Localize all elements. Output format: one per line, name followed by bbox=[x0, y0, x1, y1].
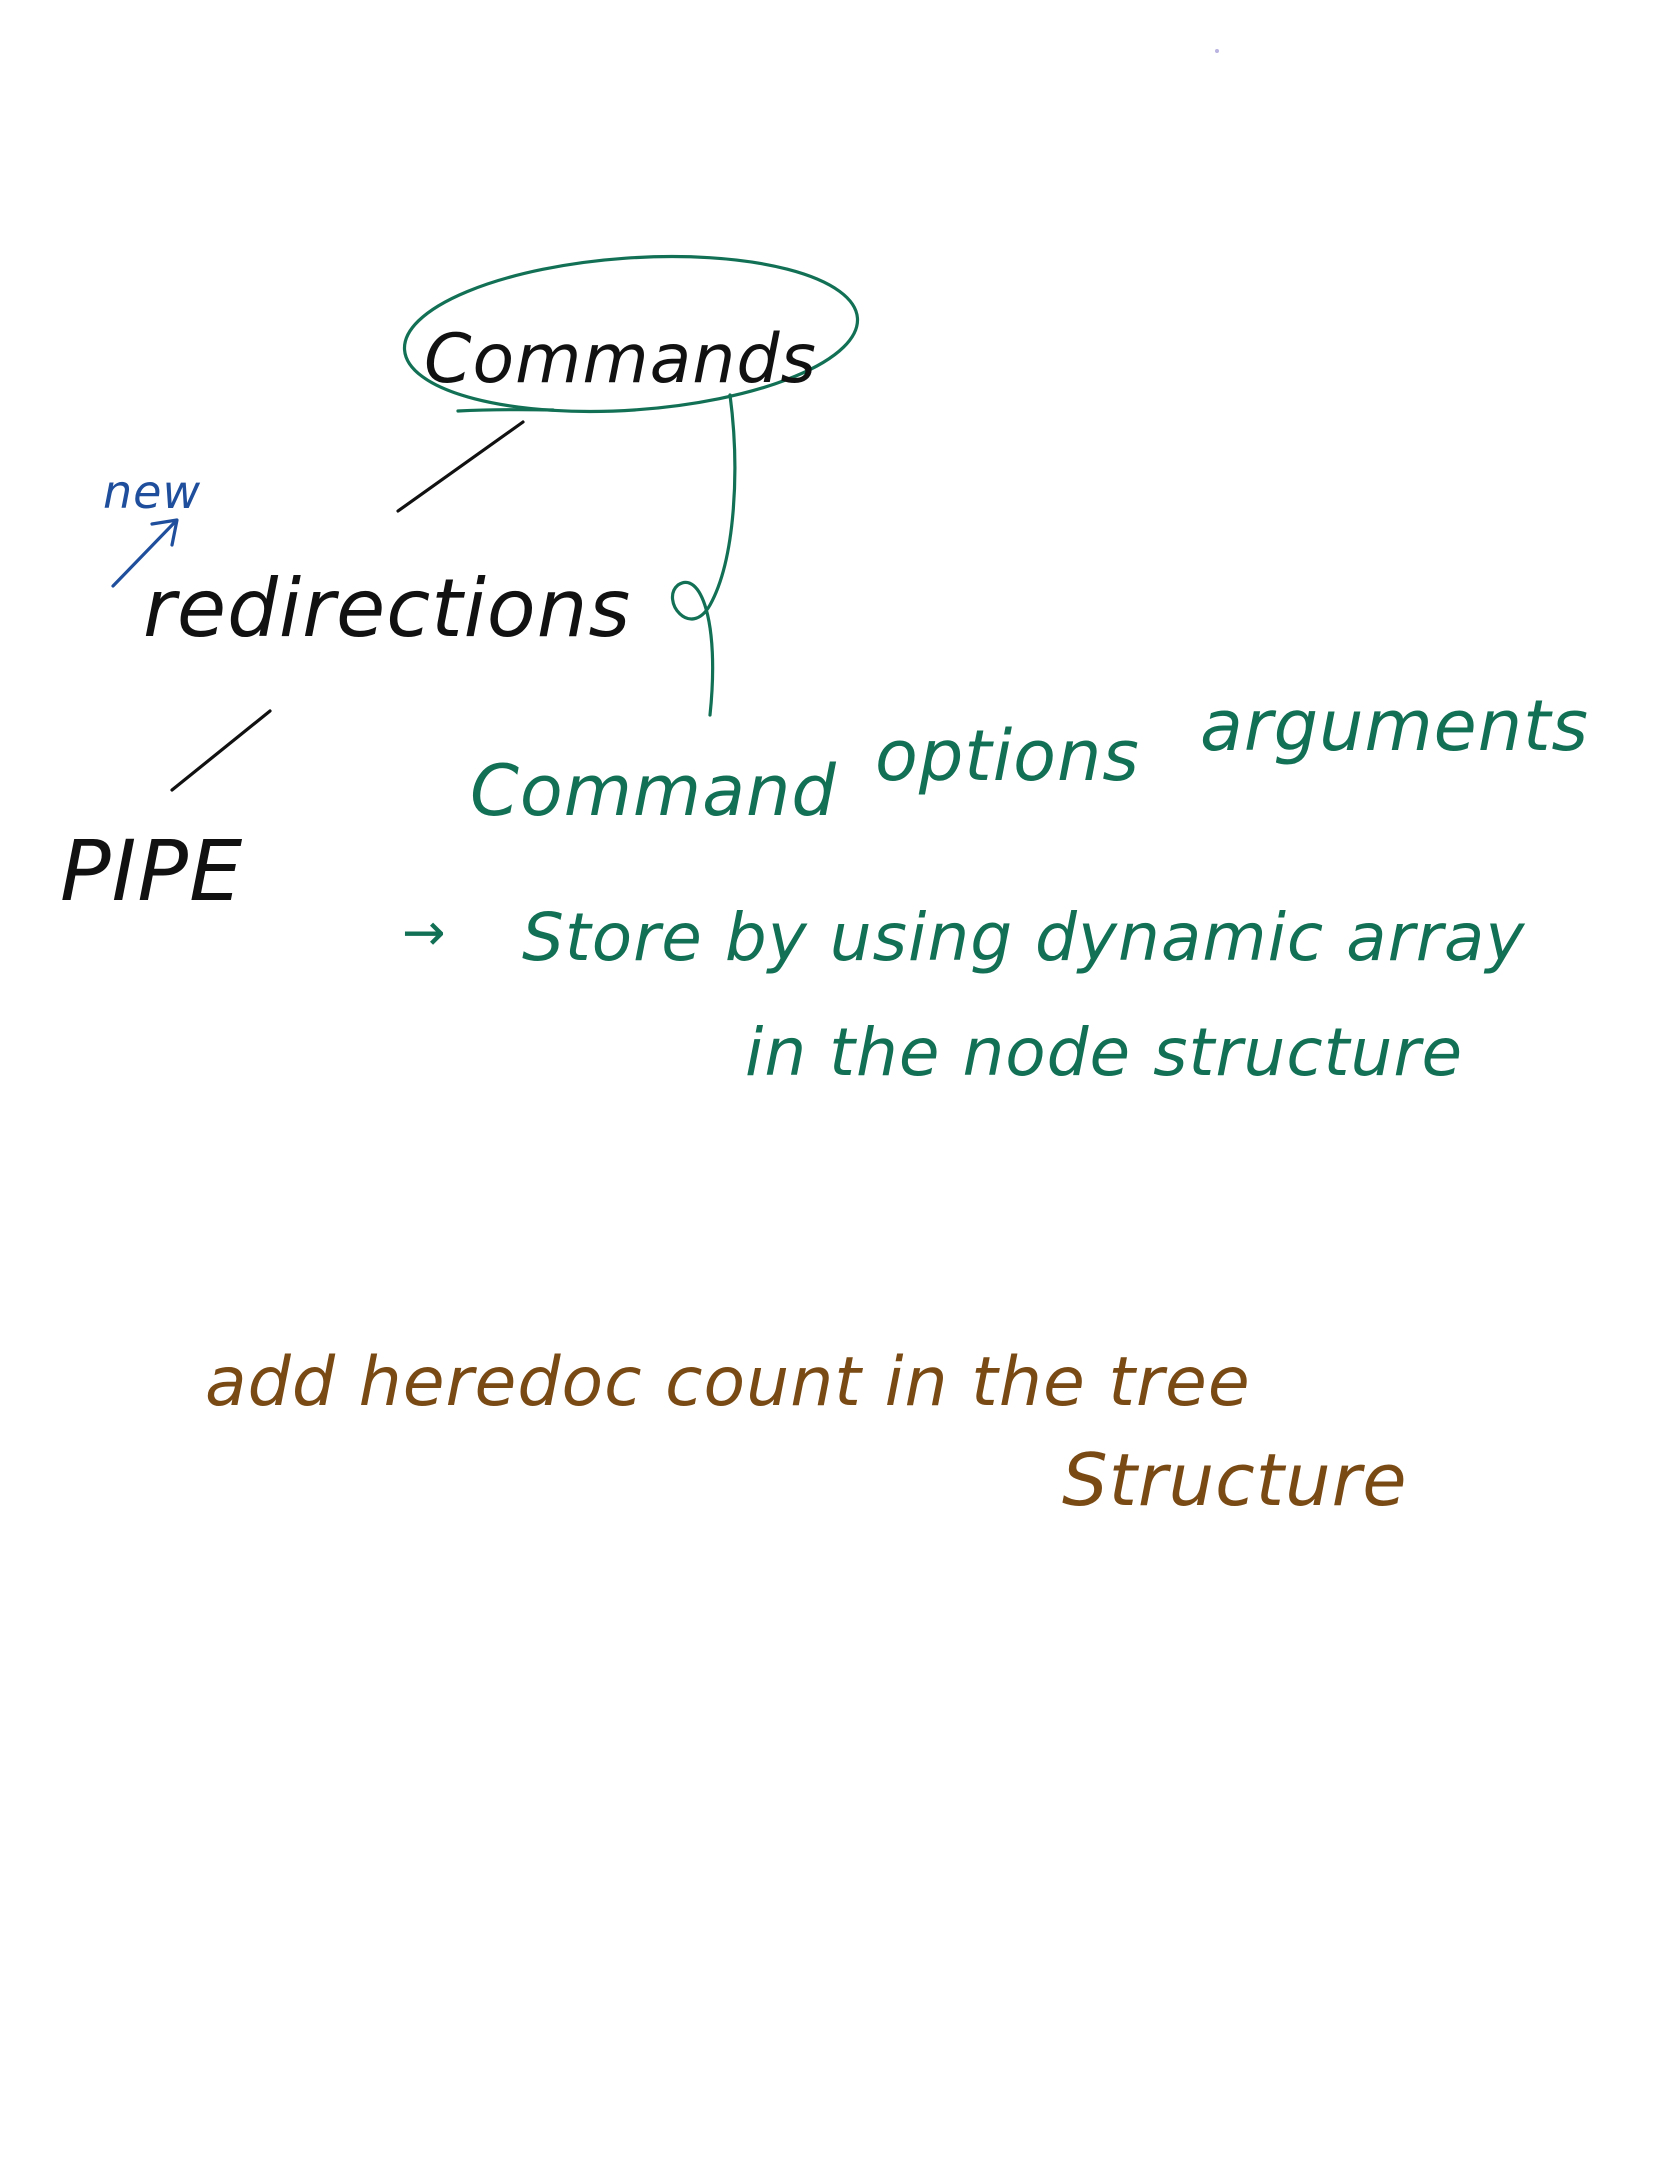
new-annotation: new bbox=[103, 465, 201, 588]
store-line-1: Store by using dynamic array bbox=[522, 899, 1525, 976]
heredoc-line-1: add heredoc count in the tree bbox=[205, 1343, 1251, 1422]
redirections-label: redirections bbox=[143, 562, 631, 655]
heredoc-note-group: add heredoc count in the tree Structure bbox=[205, 1343, 1408, 1522]
command-word: Command bbox=[470, 750, 837, 832]
commands-ellipse-underline bbox=[456, 408, 555, 413]
store-arrow-glyph: → bbox=[402, 903, 447, 963]
store-note-group: → Store by using dynamic array in the no… bbox=[402, 899, 1525, 1091]
stray-dot bbox=[1215, 49, 1219, 53]
heredoc-line-2: Structure bbox=[1062, 1438, 1408, 1522]
new-arrow-head bbox=[150, 518, 179, 547]
new-arrow-shaft bbox=[111, 520, 177, 588]
command-line-group: Command options arguments bbox=[470, 685, 1589, 832]
arguments-word: arguments bbox=[1200, 685, 1589, 767]
commands-node: Commands bbox=[402, 254, 860, 414]
commands-label: Commands bbox=[424, 320, 817, 399]
options-word: options bbox=[875, 715, 1140, 797]
connector-commands-command-line bbox=[670, 393, 737, 717]
new-label: new bbox=[103, 465, 201, 519]
commands-ellipse bbox=[402, 254, 860, 414]
pipe-label: PIPE bbox=[60, 822, 243, 920]
connector-commands-redirections bbox=[396, 420, 525, 513]
connector-redirections-pipe bbox=[170, 709, 272, 792]
store-line-2: in the node structure bbox=[745, 1014, 1463, 1091]
